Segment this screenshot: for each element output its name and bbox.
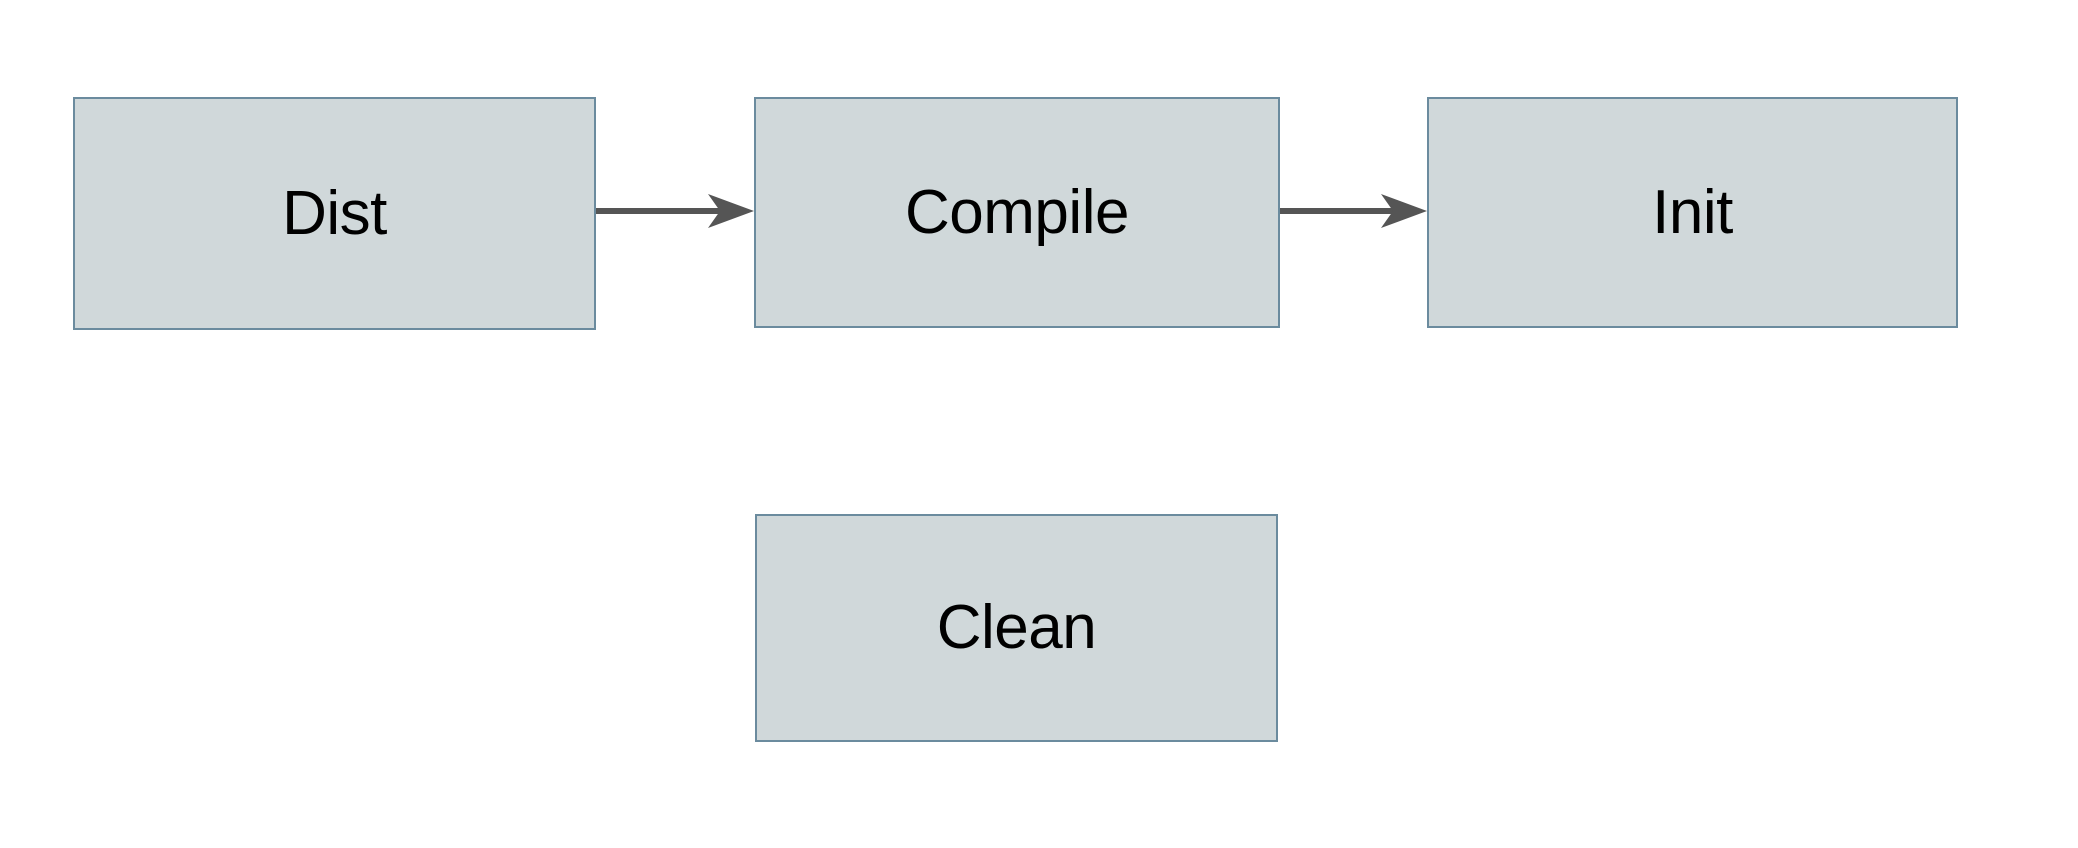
node-dist[interactable]: Dist [73,97,596,330]
node-clean[interactable]: Clean [755,514,1278,742]
node-compile[interactable]: Compile [754,97,1280,328]
edge-compile-to-init[interactable] [1280,193,1429,229]
node-label-clean: Clean [936,593,1097,662]
arrow-icon [596,194,754,228]
node-label-init: Init [1652,177,1733,247]
node-label-dist: Dist [282,178,387,248]
node-init[interactable]: Init [1427,97,1958,328]
arrow-icon [1280,194,1427,228]
edge-dist-to-compile[interactable] [596,193,756,229]
node-label-compile: Compile [905,177,1129,247]
